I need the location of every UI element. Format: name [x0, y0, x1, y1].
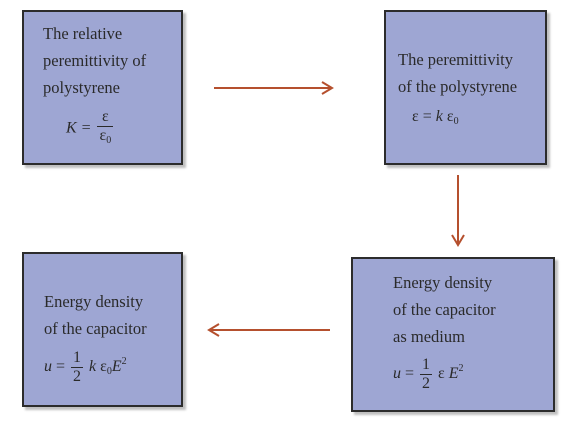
box-text-line: of the polystyrene	[398, 77, 518, 96]
fraction-denominator: 2	[422, 374, 431, 392]
u-symbol: u	[44, 358, 52, 375]
energy-density-capacitor-equation: u = 1 2 k ε0E2	[44, 348, 127, 386]
superscript: 2	[458, 363, 464, 374]
permittivity-equation: ε = k ε0	[412, 103, 459, 135]
fraction-numerator: 1	[420, 355, 433, 375]
box-text-line: as medium	[393, 327, 465, 346]
box-text-line: Energy density	[393, 273, 493, 292]
arrow-down	[451, 175, 465, 247]
box-text-line: The relative	[43, 24, 123, 43]
box-text-line: peremittivity of	[43, 51, 147, 70]
k-symbol: k	[89, 358, 97, 375]
epsilon-symbol: ε	[99, 127, 107, 144]
box-text-line: polystyrene	[43, 78, 120, 97]
energy-density-capacitor-box: Energy density of the capacitor u = 1 2 …	[22, 252, 183, 407]
box-text-line: The peremittivity	[398, 50, 514, 69]
equation-fraction: 1 2	[420, 355, 433, 393]
subscript: 0	[453, 116, 459, 127]
arrow-right	[214, 81, 334, 95]
fraction-numerator: 1	[71, 348, 84, 368]
subscript: 0	[106, 366, 112, 377]
fraction-denominator: 2	[73, 367, 82, 385]
equation-lhs: K =	[66, 119, 92, 137]
u-symbol: u	[393, 365, 401, 382]
energy-density-medium-equation: u = 1 2 ε E2	[393, 355, 464, 393]
permittivity-box: The peremittivity of the polystyrene ε =…	[384, 10, 547, 165]
equals-sign: =	[401, 365, 415, 382]
fraction-denominator: ε0	[97, 127, 113, 150]
superscript: 2	[121, 356, 127, 367]
equation-fraction: 1 2	[71, 348, 84, 386]
subscript: 0	[106, 135, 112, 146]
box-text-line: of the capacitor	[44, 319, 147, 338]
fraction-numerator: ε	[97, 108, 114, 127]
relative-permittivity-equation: K = ε ε0	[66, 108, 115, 150]
e-field-symbol: E	[111, 358, 122, 375]
relative-permittivity-box: The relative peremittivity of polystyren…	[22, 10, 183, 165]
k-symbol: k	[435, 108, 443, 125]
epsilon-symbol: ε	[442, 108, 454, 125]
epsilon-symbol: ε	[96, 358, 107, 375]
equation-lhs: ε =	[412, 108, 436, 125]
arrow-left	[207, 323, 330, 337]
equals-sign: =	[52, 358, 66, 375]
equation-fraction: ε ε0	[97, 108, 114, 150]
energy-density-medium-box: Energy density of the capacitor as mediu…	[351, 257, 555, 412]
box-text-line: of the capacitor	[393, 300, 496, 319]
box-text-line: Energy density	[44, 292, 144, 311]
e-field-symbol: E	[448, 365, 459, 382]
epsilon-symbol: ε	[438, 365, 449, 382]
